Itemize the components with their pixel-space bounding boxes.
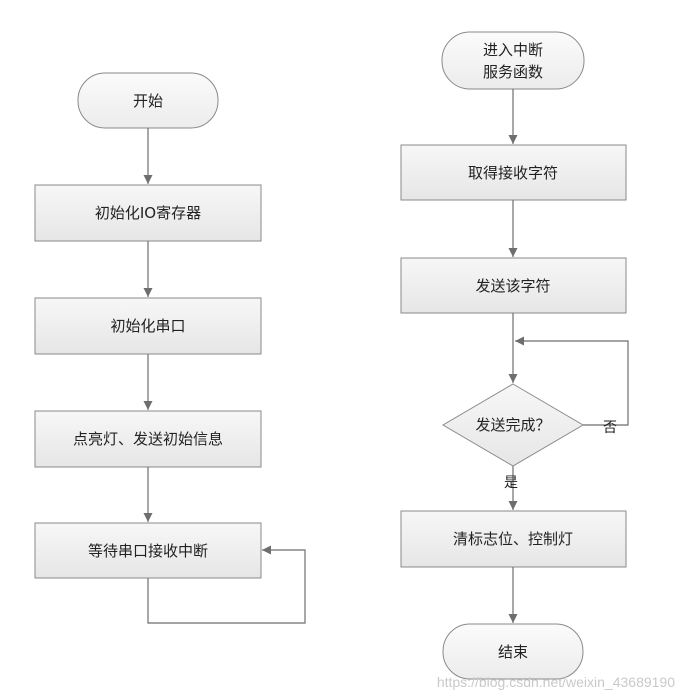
end-terminator: 结束 xyxy=(442,623,584,680)
start-label: 开始 xyxy=(133,92,163,110)
no-loop-arrow xyxy=(515,336,629,426)
wait-interrupt-process: 等待串口接收中断 xyxy=(34,522,262,579)
wait-interrupt-label: 等待串口接收中断 xyxy=(88,542,208,560)
send-complete-decision: 发送完成？ xyxy=(442,383,584,467)
send-char-process: 发送该字符 xyxy=(400,257,627,314)
init-uart-label: 初始化串口 xyxy=(110,317,185,335)
light-and-send-process: 点亮灯、发送初始信息 xyxy=(34,410,262,468)
yes-label: 是 xyxy=(504,475,518,491)
wait-loop-arrow xyxy=(147,545,306,624)
end-label: 结束 xyxy=(498,643,528,661)
init-io-label: 初始化IO寄存器 xyxy=(95,204,201,222)
start-terminator: 开始 xyxy=(77,72,219,129)
right-flow: 进入中断 服务函数 取得接收字符 发送该字符 发送完成？ 否 是 清标志位、控制… xyxy=(400,31,629,680)
get-char-label: 取得接收字符 xyxy=(468,164,558,182)
clear-flag-process: 清标志位、控制灯 xyxy=(400,510,627,568)
isr-entry-label-line1: 进入中断 xyxy=(483,41,543,59)
init-uart-process: 初始化串口 xyxy=(34,297,262,355)
get-char-process: 取得接收字符 xyxy=(400,144,627,201)
no-label: 否 xyxy=(603,420,617,436)
left-flow: 开始 初始化IO寄存器 初始化串口 点亮灯、发送初始信息 等待串口接收中断 xyxy=(34,72,306,624)
light-and-send-label: 点亮灯、发送初始信息 xyxy=(73,430,223,448)
decision-label: 发送完成？ xyxy=(475,416,550,434)
watermark-text: https://blog.csdn.net/weixin_43689190 xyxy=(436,674,675,690)
clear-flag-label: 清标志位、控制灯 xyxy=(453,530,573,548)
init-io-process: 初始化IO寄存器 xyxy=(34,184,262,242)
isr-entry-terminator: 进入中断 服务函数 xyxy=(441,31,585,90)
isr-entry-label-line2: 服务函数 xyxy=(483,63,543,81)
send-char-label: 发送该字符 xyxy=(475,277,550,295)
